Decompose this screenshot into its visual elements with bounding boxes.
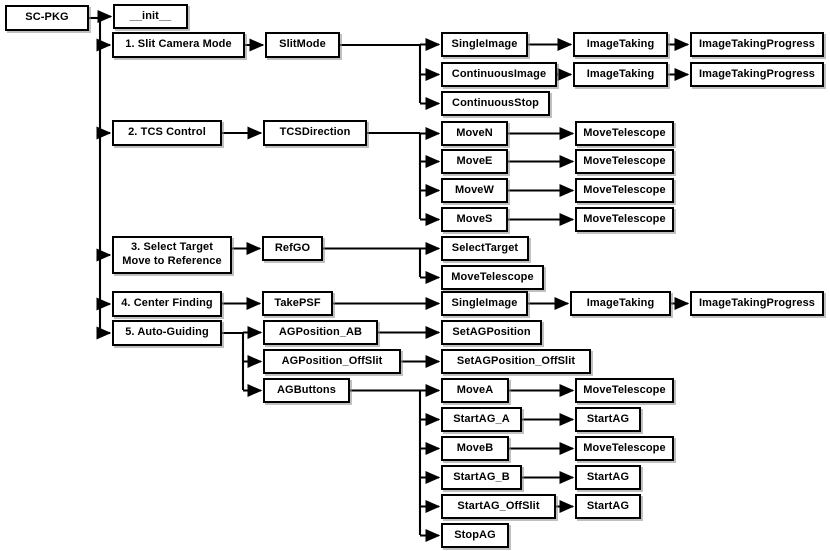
node-slitmode[interactable]: SlitMode xyxy=(265,32,340,58)
node-label-set_ag_offslit: SetAGPosition_OffSlit xyxy=(456,354,576,367)
node-set_ag_offslit[interactable]: SetAGPosition_OffSlit xyxy=(441,349,591,374)
node-label-move_a: MoveA xyxy=(456,383,494,396)
node-label-select_target: SelectTarget xyxy=(451,241,519,254)
node-sc_pkg[interactable]: SC-PKG xyxy=(5,5,89,31)
node-label-image_taking_2: ImageTaking xyxy=(586,67,655,80)
node-set_ag_position[interactable]: SetAGPosition xyxy=(441,320,542,345)
node-label-image_taking_3: ImageTaking xyxy=(586,296,655,309)
node-label-tcs_direction: TCSDirection xyxy=(279,126,351,139)
node-label-select_target_mod: 3. Select Target Move to Reference xyxy=(122,241,222,267)
node-label-continuous_stop: ContinuousStop xyxy=(452,96,539,109)
node-move_tel_s[interactable]: MoveTelescope xyxy=(575,207,674,232)
node-start_ag_b[interactable]: StartAG_B xyxy=(441,465,522,490)
node-refgo[interactable]: RefGO xyxy=(262,236,323,261)
node-label-refgo: RefGO xyxy=(274,241,311,254)
node-label-move_s: MoveS xyxy=(456,212,493,225)
node-move_s[interactable]: MoveS xyxy=(441,207,508,232)
node-image_progress_3[interactable]: ImageTakingProgress xyxy=(690,291,824,316)
node-label-move_tel_e: MoveTelescope xyxy=(583,154,666,167)
node-label-ag_buttons: AGButtons xyxy=(277,383,336,396)
node-label-move_tel_a: MoveTelescope xyxy=(583,383,666,396)
node-ag_position_offslit[interactable]: AGPosition_OffSlit xyxy=(263,349,401,374)
node-take_psf[interactable]: TakePSF xyxy=(262,291,333,316)
node-label-move_tel_n: MoveTelescope xyxy=(583,126,666,139)
node-move_tel_e[interactable]: MoveTelescope xyxy=(575,149,674,174)
node-label-init: __init__ xyxy=(129,9,172,22)
node-single_image_2[interactable]: SingleImage xyxy=(441,291,528,316)
node-stop_ag[interactable]: StopAG xyxy=(441,523,509,548)
node-center_finding[interactable]: 4. Center Finding xyxy=(112,291,222,317)
node-label-image_progress_3: ImageTakingProgress xyxy=(698,296,815,309)
node-tcs_control[interactable]: 2. TCS Control xyxy=(112,120,222,146)
node-label-move_tel_s: MoveTelescope xyxy=(583,212,666,225)
node-label-move_tel_b: MoveTelescope xyxy=(583,441,666,454)
node-image_progress_1[interactable]: ImageTakingProgress xyxy=(690,32,824,57)
node-select_target_mod[interactable]: 3. Select Target Move to Reference xyxy=(112,236,232,274)
node-move_a[interactable]: MoveA xyxy=(441,378,509,403)
node-image_taking_2[interactable]: ImageTaking xyxy=(573,62,668,87)
node-start_ag_1[interactable]: StartAG xyxy=(575,407,641,432)
node-image_progress_2[interactable]: ImageTakingProgress xyxy=(690,62,824,87)
node-start_ag_a[interactable]: StartAG_A xyxy=(441,407,522,432)
node-label-center_finding: 4. Center Finding xyxy=(121,297,213,310)
node-select_target[interactable]: SelectTarget xyxy=(441,236,529,261)
node-label-start_ag_b: StartAG_B xyxy=(453,470,510,483)
node-label-single_image_2: SingleImage xyxy=(451,296,518,309)
node-move_b[interactable]: MoveB xyxy=(441,436,509,461)
node-label-start_ag_2: StartAG xyxy=(586,470,630,483)
node-move_tel_a[interactable]: MoveTelescope xyxy=(575,378,674,403)
node-continuous_stop[interactable]: ContinuousStop xyxy=(441,91,550,116)
node-label-move_w: MoveW xyxy=(455,183,494,196)
node-label-image_taking_1: ImageTaking xyxy=(586,37,655,50)
node-move_n[interactable]: MoveN xyxy=(441,121,508,146)
node-auto_guiding[interactable]: 5. Auto-Guiding xyxy=(112,320,222,346)
node-move_e[interactable]: MoveE xyxy=(441,149,508,174)
node-start_ag_2[interactable]: StartAG xyxy=(575,465,641,490)
node-label-slitmode: SlitMode xyxy=(279,38,326,51)
node-move_tel_b[interactable]: MoveTelescope xyxy=(575,436,674,461)
node-label-continuous_image: ContinuousImage xyxy=(451,67,547,80)
node-label-start_ag_1: StartAG xyxy=(586,412,630,425)
node-label-start_ag_a: StartAG_A xyxy=(453,412,510,425)
node-label-take_psf: TakePSF xyxy=(274,296,321,309)
node-label-move_tel_w: MoveTelescope xyxy=(583,183,666,196)
node-slit_camera_mode[interactable]: 1. Slit Camera Mode xyxy=(112,32,245,58)
node-move_w[interactable]: MoveW xyxy=(441,178,508,203)
node-label-move_b: MoveB xyxy=(456,441,494,454)
node-ag_position_ab[interactable]: AGPosition_AB xyxy=(263,320,378,345)
node-move_telescope_ref[interactable]: MoveTelescope xyxy=(441,265,544,290)
node-label-auto_guiding: 5. Auto-Guiding xyxy=(125,326,209,339)
node-image_taking_1[interactable]: ImageTaking xyxy=(573,32,668,57)
node-continuous_image[interactable]: ContinuousImage xyxy=(441,62,557,87)
node-label-tcs_control: 2. TCS Control xyxy=(128,126,206,139)
node-label-ag_position_ab: AGPosition_AB xyxy=(278,325,363,338)
node-tcs_direction[interactable]: TCSDirection xyxy=(263,120,367,146)
node-label-start_ag_offslit: StartAG_OffSlit xyxy=(457,499,540,512)
node-label-image_progress_2: ImageTakingProgress xyxy=(698,67,815,80)
node-move_tel_w[interactable]: MoveTelescope xyxy=(575,178,674,203)
node-start_ag_3[interactable]: StartAG xyxy=(575,494,641,519)
node-label-slit_camera_mode: 1. Slit Camera Mode xyxy=(125,38,232,51)
node-image_taking_3[interactable]: ImageTaking xyxy=(570,291,671,316)
node-label-start_ag_3: StartAG xyxy=(586,499,630,512)
node-label-single_image_1: SingleImage xyxy=(451,37,518,50)
node-start_ag_offslit[interactable]: StartAG_OffSlit xyxy=(441,494,556,519)
node-label-stop_ag: StopAG xyxy=(454,528,496,541)
node-label-move_e: MoveE xyxy=(456,154,493,167)
node-label-ag_position_offslit: AGPosition_OffSlit xyxy=(281,354,383,367)
node-ag_buttons[interactable]: AGButtons xyxy=(263,378,350,403)
node-label-move_n: MoveN xyxy=(456,126,493,139)
node-label-sc_pkg: SC-PKG xyxy=(25,11,69,24)
node-move_tel_n[interactable]: MoveTelescope xyxy=(575,121,674,146)
node-init[interactable]: __init__ xyxy=(113,4,188,29)
node-label-image_progress_1: ImageTakingProgress xyxy=(698,37,815,50)
node-label-set_ag_position: SetAGPosition xyxy=(452,325,531,338)
node-single_image_1[interactable]: SingleImage xyxy=(441,32,528,57)
node-label-move_telescope_ref: MoveTelescope xyxy=(451,270,534,283)
